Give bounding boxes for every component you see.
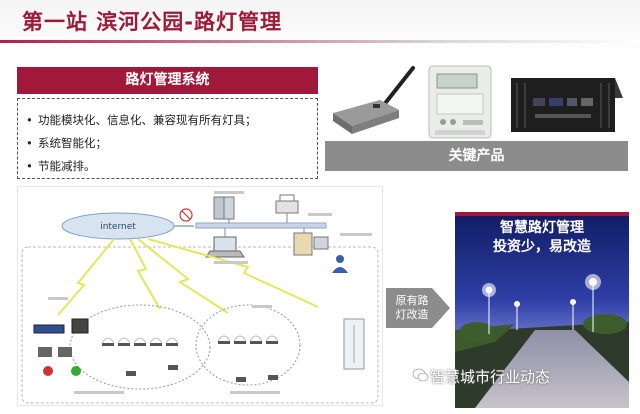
feature-list: • 功能模块化、信息化、兼容现有所有灯具； • 系统智能化； • 节能减排。	[17, 98, 318, 179]
product-photos	[333, 65, 623, 139]
feature-item: • 功能模块化、信息化、兼容现有所有灯具；	[26, 112, 257, 128]
title-underline	[0, 40, 640, 43]
backbone	[195, 222, 327, 229]
diagram-annotations	[48, 191, 372, 394]
wireless-link	[137, 238, 229, 314]
user-icon	[332, 255, 348, 273]
feature-item: • 节能减排。	[26, 158, 96, 174]
transform-arrow	[386, 288, 450, 328]
cabinet-icon	[343, 318, 365, 370]
smart-title-line2: 投资少，易改造	[493, 239, 591, 255]
bullet: •	[26, 159, 33, 173]
laptop-icon	[205, 228, 245, 258]
transform-label: 原有路 灯改造	[388, 294, 436, 322]
transform-label-line1: 原有路	[395, 294, 429, 307]
firewall-icon	[179, 208, 193, 222]
street-photo	[455, 212, 629, 408]
feature-item: • 系统智能化；	[26, 135, 107, 151]
feature-text: 功能模块化、信息化、兼容现有所有灯具；	[38, 113, 257, 127]
switch-icon	[33, 318, 89, 376]
lamp-icon	[102, 341, 278, 346]
network-diagram-svg: internet	[21, 191, 379, 404]
lamp-group-left	[69, 304, 211, 390]
transform-label-line2: 灯改造	[395, 308, 429, 321]
bullet: •	[26, 136, 33, 150]
feature-text: 节能减排。	[38, 159, 96, 173]
antenna-icon	[333, 66, 415, 134]
desktop-icon	[293, 228, 329, 256]
lan-zone	[21, 246, 379, 404]
wechat-icon	[412, 368, 429, 382]
device-icon	[126, 365, 278, 382]
product-images	[325, 58, 628, 141]
internet-label: internet	[100, 222, 136, 232]
system-header: 路灯管理系统	[17, 67, 318, 94]
meter-icon	[428, 65, 492, 139]
wireless-link	[129, 238, 161, 310]
lamp-group-right	[195, 304, 301, 386]
bullet: •	[26, 113, 33, 127]
gateway-icon	[511, 78, 623, 132]
network-diagram: internet	[17, 186, 383, 406]
feature-text: 系统智能化；	[38, 136, 107, 150]
products-label: 关键产品	[325, 141, 628, 171]
server-icon	[213, 196, 235, 223]
smart-lighting-title: 智慧路灯管理 投资少，易改造	[455, 219, 629, 257]
printer-icon	[275, 194, 299, 223]
lamp-arcs	[101, 335, 279, 344]
page-title: 第一站 滨河公园-路灯管理	[22, 10, 283, 34]
smart-title-line1: 智慧路灯管理	[500, 220, 584, 236]
wireless-link	[147, 238, 319, 308]
wireless-link	[57, 238, 115, 316]
watermark: 智慧城市行业动态	[430, 368, 551, 386]
